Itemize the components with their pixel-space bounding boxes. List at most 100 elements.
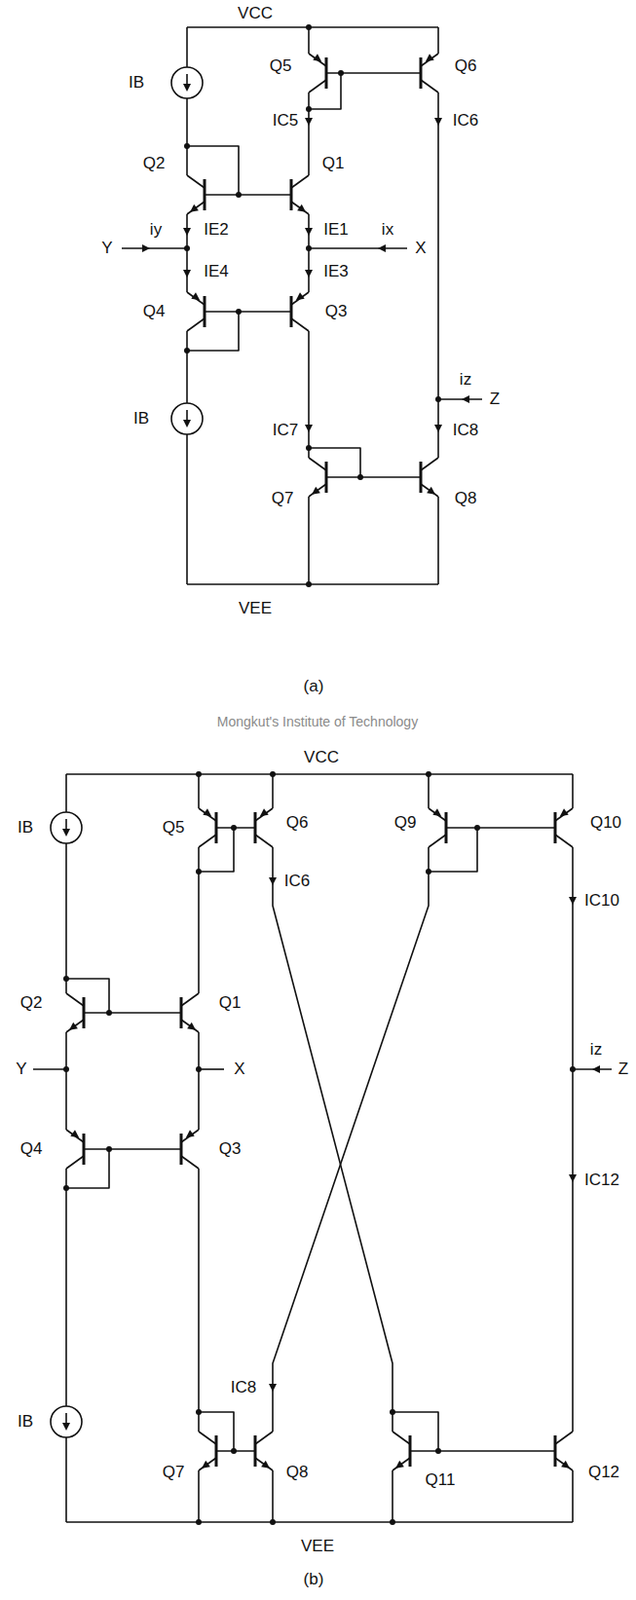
circuit-label: X <box>231 1060 247 1080</box>
cross-wire <box>272 847 429 1432</box>
current-arrow <box>268 1384 277 1392</box>
circuit-label: IE3 <box>321 262 351 282</box>
wire <box>438 398 483 401</box>
circuit-label: VEE <box>299 1537 337 1557</box>
transistor-lead <box>555 834 573 848</box>
circuit-label: IB <box>126 74 147 93</box>
junction-dot <box>195 1409 202 1416</box>
circuit-label: Q2 <box>141 154 168 174</box>
junction-dot <box>230 824 237 831</box>
wire <box>271 774 274 809</box>
transistor-lead <box>420 457 439 471</box>
circuit-label: IB <box>15 1413 36 1432</box>
circuit-label: IC8 <box>450 421 481 441</box>
wire <box>197 1168 200 1432</box>
emitter-arrow <box>260 808 269 817</box>
transistor-lead <box>555 1458 573 1471</box>
circuit-label: Q7 <box>160 1463 188 1483</box>
emitter-arrow <box>69 1022 78 1031</box>
emitter-arrow <box>312 53 322 62</box>
circuit-label: IB <box>131 410 151 429</box>
junction-dot <box>195 1519 202 1526</box>
circuit-label: IB <box>15 819 36 838</box>
current-arrow <box>568 1174 577 1183</box>
wire <box>187 146 239 195</box>
current-arrow <box>568 897 577 905</box>
circuit-label: Q6 <box>284 814 311 833</box>
circuit-label: Q9 <box>392 814 419 833</box>
current-source-arrow <box>183 419 191 428</box>
emitter-arrow <box>186 1129 195 1138</box>
transistor-lead <box>198 808 217 822</box>
transistor-lead <box>255 1431 273 1445</box>
transistor-lead <box>181 1156 199 1169</box>
base-line <box>204 310 292 313</box>
circuit-label: Q1 <box>217 994 244 1013</box>
circuit-label: IE2 <box>201 221 231 240</box>
wire <box>307 214 310 293</box>
circuit-label: iz <box>457 371 474 390</box>
circuit-label: iz <box>588 1041 604 1060</box>
wire <box>66 978 110 1013</box>
watermark: Mongkut's Institute of Technology <box>215 714 420 730</box>
junction-dot <box>106 1010 113 1016</box>
base-line <box>410 1450 556 1453</box>
wire <box>391 1470 394 1523</box>
circuit-label: Q7 <box>269 489 297 509</box>
wire <box>65 843 68 994</box>
current-arrow <box>461 395 470 404</box>
transistor-lead <box>392 1431 411 1445</box>
junction-dot <box>435 396 442 403</box>
transistor-lead <box>198 834 217 848</box>
wire <box>571 1470 574 1523</box>
wire <box>186 27 188 68</box>
wire <box>186 331 188 404</box>
circuit-label: Q6 <box>452 57 480 76</box>
wire <box>186 98 188 176</box>
wire <box>307 27 310 54</box>
transistor-lead <box>308 484 327 497</box>
circuit-label: IE1 <box>321 221 351 240</box>
transistor-lead <box>181 993 199 1007</box>
junction-dot <box>184 143 190 150</box>
emitter-arrow <box>432 808 442 817</box>
transistor-lead <box>66 1019 84 1033</box>
transistor-lead <box>420 53 439 67</box>
current-arrow <box>183 269 191 278</box>
wire <box>428 827 478 872</box>
transistor-lead <box>66 1129 84 1143</box>
transistor-lead <box>308 457 327 471</box>
emitter-arrow <box>311 486 321 495</box>
transistor-lead <box>291 201 309 215</box>
current-source <box>171 67 203 99</box>
junction-dot <box>435 1448 442 1455</box>
emitter-arrow <box>560 808 569 817</box>
emitter-arrow <box>187 1022 196 1031</box>
junction-dot <box>195 1066 202 1073</box>
vee-rail <box>66 1521 573 1524</box>
current-arrow <box>592 1065 600 1074</box>
transistor-lead <box>392 1458 411 1471</box>
wire <box>308 448 361 478</box>
wire <box>198 827 234 872</box>
circuit-label: Q11 <box>423 1471 458 1491</box>
current-arrow <box>304 227 313 236</box>
wire <box>65 1437 68 1523</box>
wire <box>427 774 430 809</box>
transistor-lead <box>291 175 309 188</box>
transistor-lead <box>555 1431 573 1445</box>
transistor-lead <box>428 834 447 848</box>
circuit-label: Q10 <box>588 814 624 833</box>
transistor-lead <box>66 1156 84 1169</box>
circuit-label: Z <box>616 1060 631 1080</box>
wire <box>198 1068 225 1071</box>
transistor-lead <box>66 993 84 1007</box>
transistor-lead <box>555 808 573 822</box>
circuit-label: Y <box>99 239 114 259</box>
junction-dot <box>63 1066 70 1073</box>
base-line <box>446 826 556 829</box>
transistor-lead <box>187 318 205 332</box>
junction-dot <box>337 70 344 76</box>
transistor-lead <box>187 201 205 215</box>
